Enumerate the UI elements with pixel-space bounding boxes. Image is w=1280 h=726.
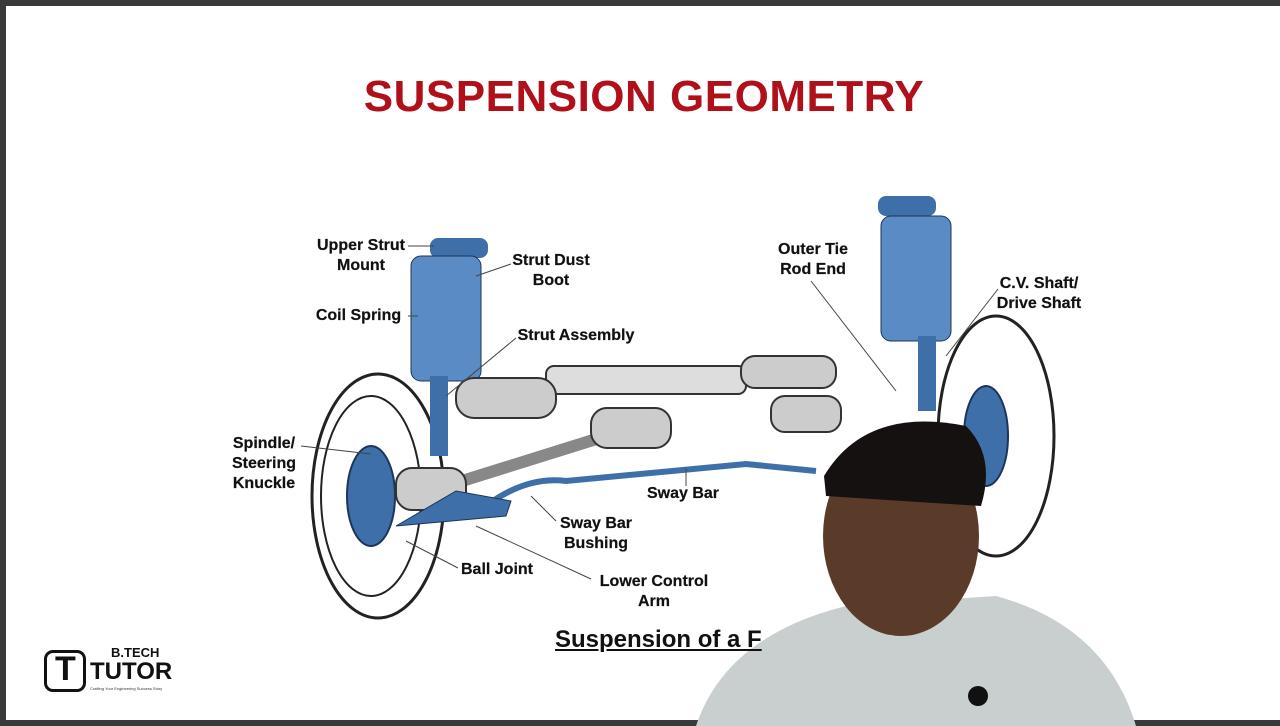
logo-brand-main: TUTOR <box>90 658 173 685</box>
logo-brand-top: B.TECH <box>111 645 160 660</box>
diagram-caption: Suspension of a F <box>555 626 762 653</box>
logo-t-glyph: T <box>55 650 76 688</box>
btech-tutor-logo: T B.TECH TUTOR Crafting Your Engineering… <box>44 645 173 696</box>
slide: SUSPENSION GEOMETRY Upper Strut Mount St… <box>6 6 1280 726</box>
lower-control-arm <box>395 490 512 527</box>
leader-lines <box>300 245 999 580</box>
label-spindle: Spindle/ Steering Knuckle <box>231 435 296 492</box>
label-sway-bar-bushing: Sway Bar Bushing <box>559 515 633 552</box>
label-sway-bar: Sway Bar <box>646 485 720 502</box>
label-ball-joint: Ball Joint <box>460 561 533 578</box>
steering-rack <box>545 365 747 395</box>
cv-boot <box>590 407 672 449</box>
suspension-diagram <box>300 196 1136 726</box>
label-outer-tie-rod-end: Outer Tie Rod End <box>778 241 848 278</box>
label-strut-assembly: Strut Assembly <box>517 327 635 344</box>
microphone-icon <box>968 686 988 706</box>
rack-boot <box>455 377 557 419</box>
cv-boot <box>770 395 842 433</box>
label-strut-dust-boot: Strut Dust Boot <box>512 252 590 289</box>
rack-boot <box>740 355 837 389</box>
presenter-video <box>696 421 1136 726</box>
label-upper-strut-mount: Upper Strut Mount <box>317 237 405 274</box>
logo-icon <box>44 650 86 692</box>
drive-shaft <box>444 430 608 492</box>
logo-tagline: Crafting Your Engineering Success Story <box>90 686 163 691</box>
left-strut <box>410 238 488 456</box>
slide-title: SUSPENSION GEOMETRY <box>363 72 925 121</box>
label-cv-shaft: C.V. Shaft/ Drive Shaft <box>996 275 1082 312</box>
label-lower-control-arm: Lower Control Arm <box>599 573 709 610</box>
label-coil-spring: Coil Spring <box>315 307 402 324</box>
right-strut <box>878 196 952 411</box>
